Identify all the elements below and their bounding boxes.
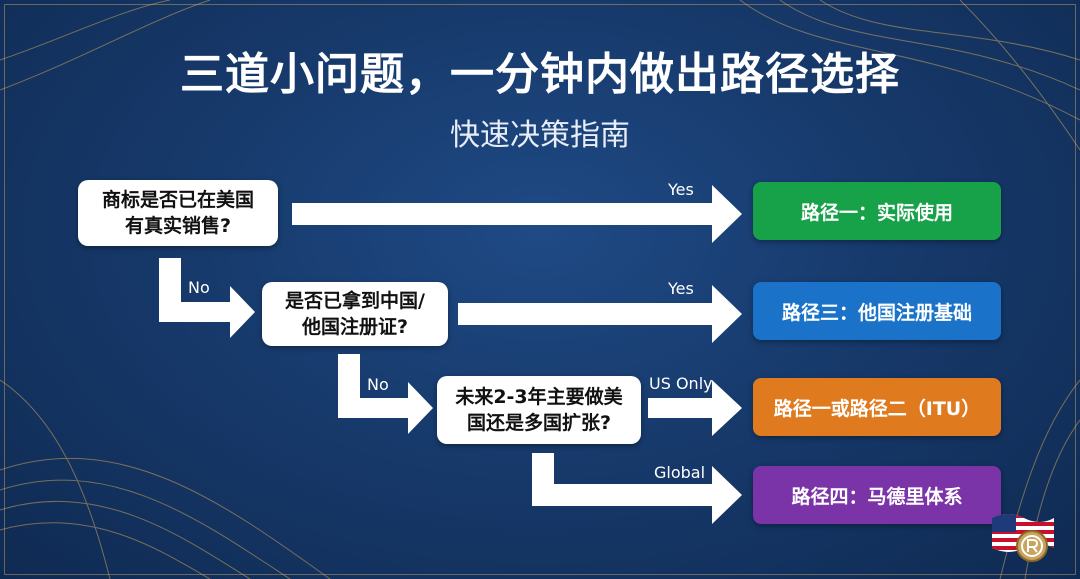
path-4-label: 路径四：马德里体系 [791,485,963,508]
path-box-4: 路径四：马德里体系 [753,466,1001,524]
question-2-line1: 是否已拿到中国/ [285,290,425,312]
arrow-q2-no [338,354,433,434]
question-box-3: 未来2-3年主要做美 国还是多国扩张? [437,376,641,444]
question-box-2: 是否已拿到中国/ 他国注册证? [262,282,448,346]
arrow-q1-yes [292,185,742,243]
path-3-label: 路径一或路径二（ITU） [773,397,981,420]
question-3-line2: 国还是多国扩张? [466,412,612,434]
path-2-label: 路径三：他国注册基础 [781,301,972,324]
question-3-line1: 未来2-3年主要做美 [455,386,623,408]
label-q2-yes: Yes [668,279,694,298]
page-title: 三道小问题，一分钟内做出路径选择 [180,49,900,100]
page-subtitle: 快速决策指南 [450,118,630,153]
arrow-q2-yes [458,285,742,343]
label-q1-no: No [188,278,210,297]
arrow-q3-us [648,380,742,436]
label-q3-global: Global [654,463,706,482]
arrow-q3-global [532,453,742,524]
gold-frame [4,4,1076,575]
question-2-line2: 他国注册证? [301,316,409,338]
path-1-label: 路径一：实际使用 [800,201,953,224]
path-box-2: 路径三：他国注册基础 [753,282,1001,340]
label-q2-no: No [367,375,389,394]
path-box-1: 路径一：实际使用 [753,182,1001,240]
label-q3-us: US Only [649,374,713,393]
question-1-line2: 有真实销售? [124,215,232,237]
arrow-q1-no [159,258,255,338]
registered-trademark-flag-icon [992,514,1054,562]
question-box-1: 商标是否已在美国 有真实销售? [78,180,278,246]
question-1-line1: 商标是否已在美国 [101,189,254,211]
label-q1-yes: Yes [668,180,694,199]
path-box-3: 路径一或路径二（ITU） [753,378,1001,436]
